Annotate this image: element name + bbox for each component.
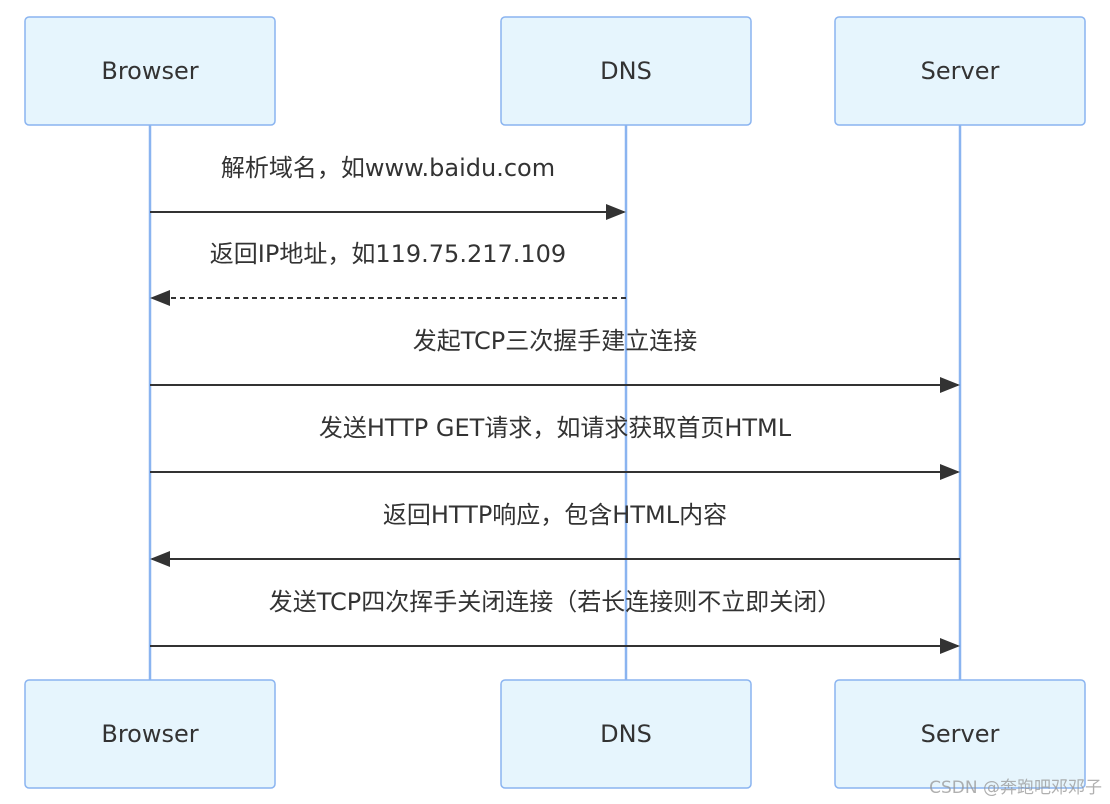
message-5: 返回HTTP响应，包含HTML内容 — [150, 501, 960, 567]
actors-bottom: Browser DNS Server — [24, 679, 1086, 789]
message-2: 返回IP地址，如119.75.217.109 — [150, 240, 626, 306]
actor-browser-top: Browser — [24, 16, 276, 126]
actor-label: DNS — [600, 720, 652, 748]
message-label: 发送TCP四次挥手关闭连接（若长连接则不立即关闭） — [269, 588, 841, 616]
message-label: 发起TCP三次握手建立连接 — [413, 327, 697, 355]
actor-label: Server — [921, 57, 1000, 85]
message-3: 发起TCP三次握手建立连接 — [150, 327, 960, 393]
actor-label: Browser — [101, 57, 198, 85]
actor-box — [500, 16, 752, 126]
message-4: 发送HTTP GET请求，如请求获取首页HTML — [150, 414, 960, 480]
actors-top: Browser DNS Server — [24, 16, 1086, 126]
actor-box — [834, 16, 1086, 126]
message-label: 发送HTTP GET请求，如请求获取首页HTML — [319, 414, 792, 442]
message-1: 解析域名，如www.baidu.com — [150, 154, 626, 220]
actor-box — [24, 679, 276, 789]
message-label: 解析域名，如www.baidu.com — [221, 154, 555, 182]
actor-browser-bottom: Browser — [24, 679, 276, 789]
actor-box — [500, 679, 752, 789]
watermark: CSDN @奔跑吧邓邓子 — [929, 778, 1102, 798]
lifelines — [148, 125, 962, 680]
message-label: 返回HTTP响应，包含HTML内容 — [383, 501, 727, 529]
messages: 解析域名，如www.baidu.com 返回IP地址，如119.75.217.10… — [150, 154, 960, 654]
actor-box — [24, 16, 276, 126]
actor-label: Server — [921, 720, 1000, 748]
actor-server-top: Server — [834, 16, 1086, 126]
actor-dns-bottom: DNS — [500, 679, 752, 789]
message-6: 发送TCP四次挥手关闭连接（若长连接则不立即关闭） — [150, 588, 960, 654]
actor-label: Browser — [101, 720, 198, 748]
message-label: 返回IP地址，如119.75.217.109 — [210, 240, 566, 268]
actor-box — [834, 679, 1086, 789]
actor-label: DNS — [600, 57, 652, 85]
actor-server-bottom: Server — [834, 679, 1086, 789]
actor-dns-top: DNS — [500, 16, 752, 126]
